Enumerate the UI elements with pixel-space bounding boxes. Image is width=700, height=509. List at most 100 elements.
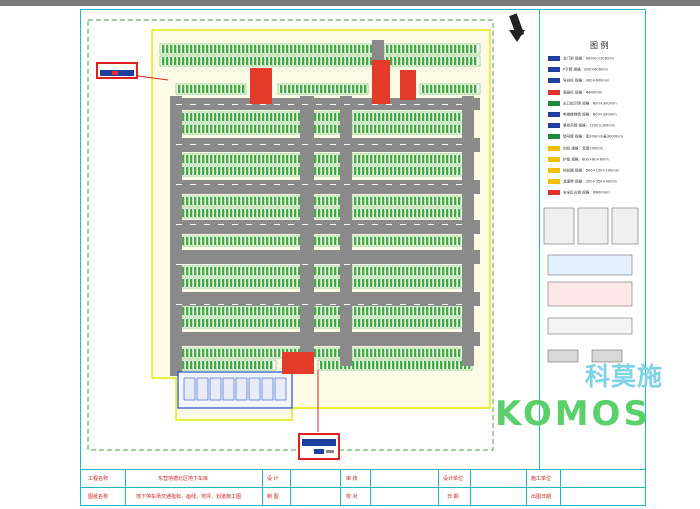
parking-stall bbox=[282, 237, 285, 245]
parking-stall bbox=[434, 45, 437, 53]
parking-stall bbox=[266, 319, 269, 327]
parking-stall bbox=[182, 125, 185, 133]
proofread-label: 校 对 bbox=[346, 494, 358, 500]
lane-mark bbox=[400, 224, 406, 225]
parking-stall bbox=[402, 279, 405, 287]
parking-stall bbox=[242, 155, 245, 163]
parking-stall bbox=[258, 45, 261, 53]
parking-stall bbox=[190, 155, 193, 163]
parking-stall bbox=[394, 125, 397, 133]
ramp-south bbox=[282, 352, 314, 374]
parking-stall bbox=[254, 349, 257, 357]
parking-stall bbox=[202, 125, 205, 133]
parking-stall bbox=[442, 349, 445, 357]
review-label: 审 核 bbox=[346, 476, 358, 482]
parking-stall bbox=[436, 361, 439, 369]
lane-mark bbox=[428, 184, 434, 185]
parking-stall bbox=[246, 57, 249, 65]
sign-detail-drawing bbox=[591, 349, 623, 363]
parking-stall bbox=[230, 125, 233, 133]
parking-stall bbox=[328, 361, 331, 369]
parking-stall bbox=[186, 45, 189, 53]
parking-stall bbox=[330, 155, 333, 163]
lane-mark bbox=[358, 104, 364, 105]
parking-stall bbox=[382, 125, 385, 133]
parking-stall bbox=[344, 85, 347, 93]
parking-stall bbox=[446, 167, 449, 175]
lane-mark bbox=[176, 224, 182, 225]
parking-stall bbox=[262, 197, 265, 205]
parking-stall bbox=[282, 267, 285, 275]
parking-stall bbox=[214, 167, 217, 175]
parking-stall bbox=[454, 267, 457, 275]
parking-stall bbox=[404, 361, 407, 369]
parking-stall bbox=[362, 267, 365, 275]
parking-stall bbox=[274, 209, 277, 217]
parking-stall bbox=[258, 361, 261, 369]
parking-stall bbox=[290, 319, 293, 327]
lane-mark bbox=[400, 304, 406, 305]
parking-stall bbox=[218, 319, 221, 327]
parking-stall bbox=[222, 85, 225, 93]
parking-stall bbox=[194, 319, 197, 327]
gantry-sign-icon bbox=[100, 70, 134, 76]
parking-stall bbox=[234, 167, 237, 175]
parking-stall bbox=[466, 85, 469, 93]
parking-stall bbox=[222, 307, 225, 315]
lane-mark bbox=[414, 184, 420, 185]
parking-stall bbox=[230, 155, 233, 163]
parking-stall bbox=[406, 349, 409, 357]
lane-mark bbox=[246, 224, 252, 225]
parking-stall bbox=[414, 155, 417, 163]
parking-stall bbox=[334, 319, 337, 327]
entrance-road bbox=[372, 40, 384, 66]
parking-stall bbox=[262, 307, 265, 315]
parking-stall bbox=[470, 57, 473, 65]
parking-stall bbox=[354, 349, 357, 357]
parking-stall bbox=[342, 45, 345, 53]
drive-aisle bbox=[170, 332, 480, 346]
parking-stall bbox=[186, 57, 189, 65]
parking-stall bbox=[338, 125, 341, 133]
lane-mark bbox=[218, 264, 224, 265]
parking-stall bbox=[262, 167, 265, 175]
parking-stall bbox=[450, 45, 453, 53]
parking-stall bbox=[254, 279, 257, 287]
parking-stall bbox=[322, 237, 325, 245]
parking-stall bbox=[166, 57, 169, 65]
parking-stall bbox=[222, 45, 225, 53]
parking-stall bbox=[214, 267, 217, 275]
parking-stall bbox=[398, 209, 401, 217]
parking-stall bbox=[282, 113, 285, 121]
parking-stall bbox=[186, 113, 189, 121]
parking-stall bbox=[456, 361, 459, 369]
lane-mark bbox=[288, 144, 294, 145]
legend-symbol-icon bbox=[548, 78, 560, 84]
parking-stall bbox=[238, 113, 241, 121]
parking-stall bbox=[258, 209, 261, 217]
parking-stall bbox=[230, 57, 233, 65]
parking-stall bbox=[186, 307, 189, 315]
parking-stall bbox=[446, 85, 449, 93]
parking-stall bbox=[186, 361, 189, 369]
parking-stall bbox=[470, 45, 473, 53]
parking-stall bbox=[438, 349, 441, 357]
parking-stall bbox=[274, 319, 277, 327]
legend-item: 减速带 规格：350×350×40mm bbox=[548, 179, 617, 185]
parking-stall bbox=[290, 307, 293, 315]
parking-stall bbox=[306, 57, 309, 65]
parking-stall bbox=[242, 319, 245, 327]
parking-stall bbox=[378, 349, 381, 357]
parking-stall bbox=[432, 361, 435, 369]
lane-mark bbox=[442, 104, 448, 105]
parking-stall bbox=[434, 197, 437, 205]
parking-stall bbox=[406, 237, 409, 245]
parking-stall bbox=[370, 279, 373, 287]
parking-stall bbox=[218, 197, 221, 205]
parking-stall bbox=[378, 209, 381, 217]
drive-aisle bbox=[340, 96, 352, 366]
parking-stall bbox=[462, 57, 465, 65]
parking-stall bbox=[422, 85, 425, 93]
parking-stall bbox=[438, 209, 441, 217]
parking-stall bbox=[422, 57, 425, 65]
